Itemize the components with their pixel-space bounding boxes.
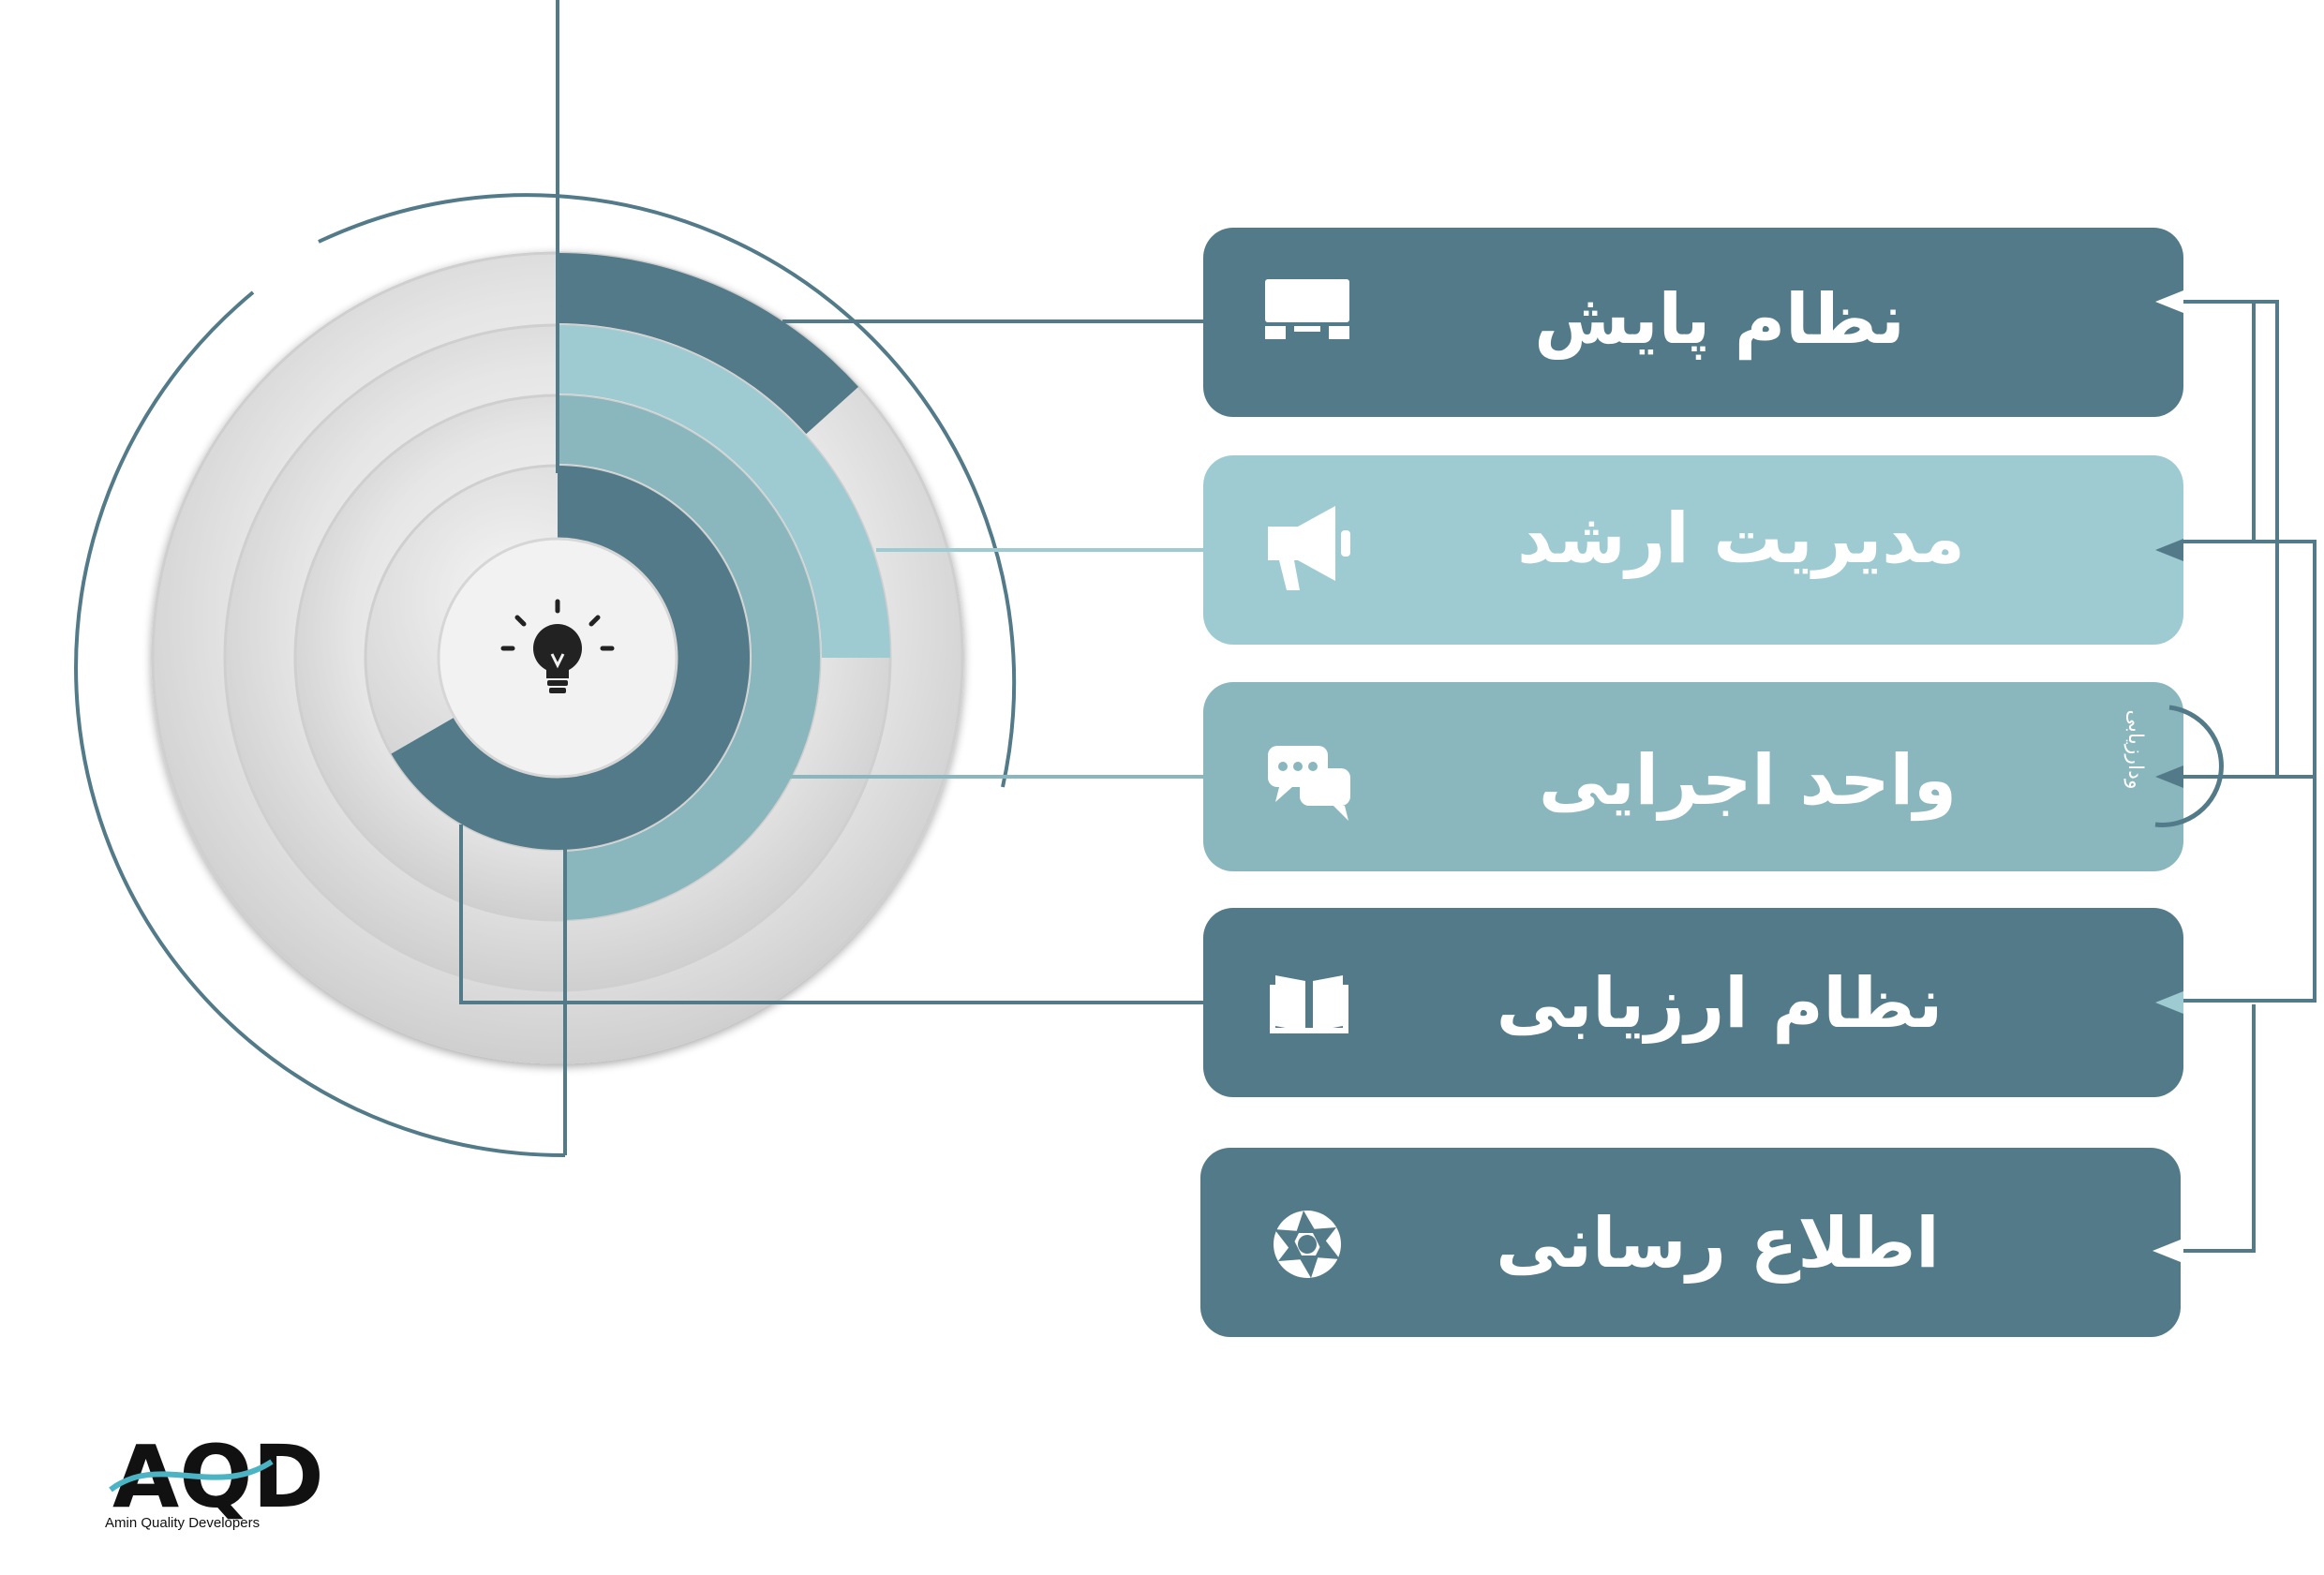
item-box-3[interactable]: واحد اجرایی ودارزیابی	[1203, 682, 2224, 871]
bracket-mid	[2183, 540, 2317, 779]
arc-segment-dark-outer	[558, 253, 859, 435]
megaphone-icon	[1268, 506, 1350, 590]
connector-lines	[459, 0, 1203, 1155]
right-bracket	[2183, 300, 2317, 1253]
side-badge: ودارزیابی	[2123, 705, 2224, 827]
arc-segment-light	[558, 325, 890, 658]
outer-arc-top	[318, 193, 1017, 788]
book-icon	[1270, 975, 1348, 1033]
connector-evaluation	[459, 825, 1203, 1004]
logo-swoosh	[109, 1459, 274, 1493]
item-box-5[interactable]: اطلاع رسانی	[1200, 1148, 2181, 1337]
item-label-4: نظام ارزیابی	[1497, 963, 1943, 1044]
aperture-icon	[1274, 1211, 1341, 1278]
brand-tagline: Amin Quality Developers	[105, 1515, 260, 1531]
outer-arc-left	[74, 290, 566, 1158]
brand-logo: AQD Amin Quality Developers	[105, 1427, 324, 1531]
monitor-icon	[1265, 279, 1349, 339]
item-box-4[interactable]: نظام ارزیابی	[1203, 908, 2183, 1097]
outer-decorative-arcs	[74, 193, 1017, 1158]
item-label-2: مدیریت ارشد	[1517, 498, 1965, 579]
arc-segment-mid	[558, 395, 820, 920]
center-hub	[437, 537, 678, 779]
bracket-top	[2183, 300, 2279, 777]
item-box-2[interactable]: مدیریت ارشد	[1203, 455, 2183, 645]
chat-bubbles-icon	[1268, 746, 1350, 821]
arc-segment-dark-inner	[391, 466, 750, 850]
arc-segments	[391, 253, 890, 920]
item-label-5: اطلاع رسانی	[1496, 1203, 1939, 1284]
bracket-eval	[2183, 777, 2317, 1003]
lightbulb-icon	[500, 599, 615, 693]
bracket-bottom	[2183, 1004, 2256, 1253]
side-label: ودارزیابی	[2123, 709, 2147, 789]
item-box-1[interactable]: نظام پایش	[1203, 228, 2183, 417]
bracket-top-inner	[2183, 300, 2256, 543]
item-label-3: واحد اجرایی	[1539, 740, 1957, 822]
item-label-1: نظام پایش	[1534, 279, 1905, 360]
